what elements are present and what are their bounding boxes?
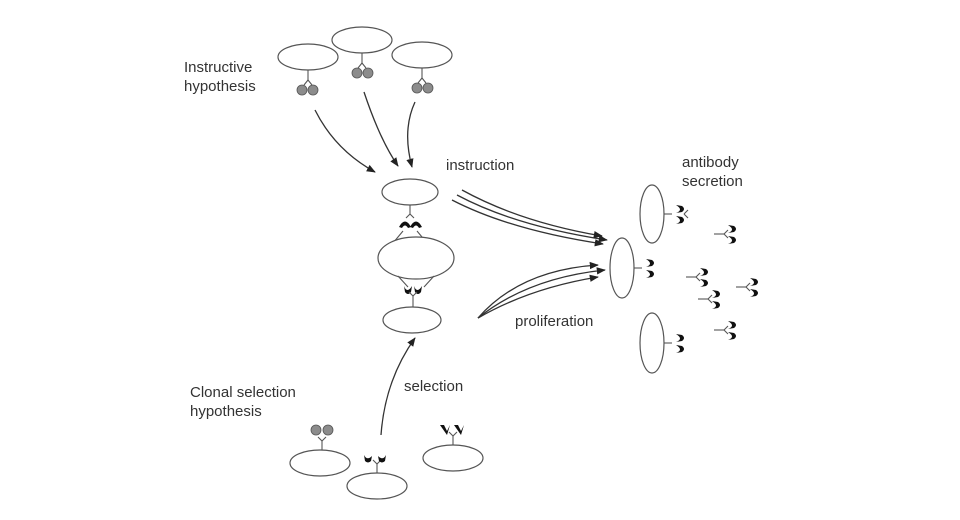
label-instruction: instruction: [446, 157, 514, 174]
label-antibody-secretion-line2: secretion: [682, 173, 743, 190]
label-selection: selection: [404, 378, 463, 395]
label-antibody-secretion-line1: antibody: [682, 154, 739, 171]
free-antibody-1: [714, 225, 736, 244]
clonal-cell-left: [289, 424, 351, 477]
receptor-icon: [440, 425, 450, 435]
instruction-to-plasma-arrow-3: [461, 189, 603, 239]
free-antibody-5: [714, 321, 736, 340]
free-antibody-2: [686, 268, 708, 287]
label-clonal-selection-hypothesis-line1: Clonal selection: [190, 384, 296, 401]
label-proliferation: proliferation: [515, 313, 593, 330]
selection-arrow: [380, 337, 416, 436]
plasma-cell-bottom: [639, 312, 684, 374]
central-cell-middle: [377, 236, 455, 307]
instructive-cell-right: [391, 41, 453, 94]
free-antibody-4: [736, 278, 758, 297]
clonal-cell-middle: [346, 455, 408, 500]
instructive-cell-middle: [331, 26, 393, 79]
clonal-cell-right: [422, 425, 484, 472]
antibody-icon: [676, 205, 689, 224]
receptor-icon: [404, 286, 412, 294]
label-instructive-hypothesis-line1: Instructive: [184, 59, 252, 76]
instruction-arrow-1: [314, 109, 376, 173]
antibody-icon: [646, 259, 654, 278]
proliferation-arrow-2: [477, 267, 606, 319]
plasma-cell-middle: [609, 237, 654, 299]
plasma-cell-top: [639, 184, 689, 244]
instructive-cell-left: [277, 43, 339, 96]
antigen-icon: [310, 424, 322, 436]
free-antibody-3: [698, 290, 720, 309]
proliferation-arrow-3: [477, 274, 599, 319]
instruction-arrow-3: [406, 101, 416, 168]
instruction-to-plasma-arrow-2: [456, 194, 608, 243]
label-instructive-hypothesis-line2: hypothesis: [184, 78, 256, 95]
antigen-icon: [411, 82, 423, 94]
antigen-icon: [296, 84, 308, 96]
instruction-to-plasma-arrow-1: [451, 199, 604, 247]
central-cell-top: [381, 178, 439, 244]
receptor-icon: [364, 455, 372, 463]
instruction-arrow-2: [363, 91, 399, 167]
proliferation-arrow-1: [477, 261, 599, 319]
antibody-icon: [676, 334, 684, 353]
label-clonal-selection-hypothesis-line2: hypothesis: [190, 403, 262, 420]
central-cell-bottom: [382, 306, 442, 334]
antigen-icon: [351, 67, 363, 79]
receptor-icon: [399, 221, 411, 228]
